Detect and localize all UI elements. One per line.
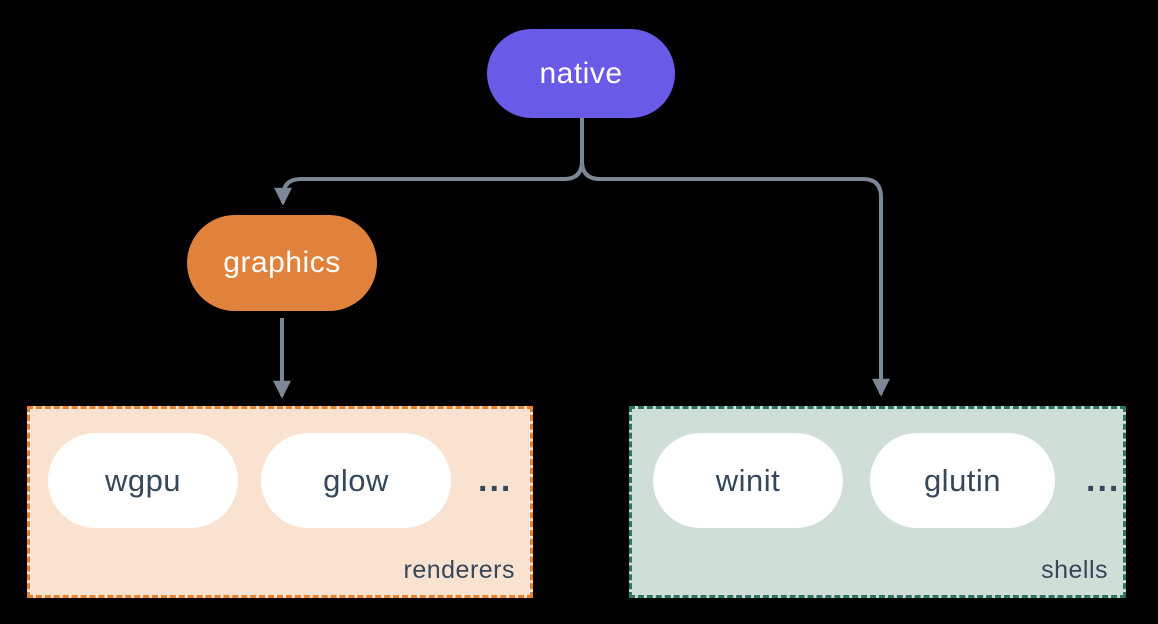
shells-ellipsis: ...: [1086, 461, 1121, 499]
pill-glow: glow: [261, 433, 451, 528]
shells-group-row: winit glutin ...: [653, 433, 1123, 528]
pill-glutin-label: glutin: [923, 462, 1002, 498]
connector-native-to-graphics: [274, 118, 584, 206]
renderers-group-row: wgpu glow ...: [48, 433, 530, 528]
graphics-node-label: graphics: [223, 246, 341, 279]
renderers-ellipsis: ...: [478, 461, 513, 499]
pill-winit-label: winit: [715, 462, 781, 498]
pill-glow-label: glow: [323, 462, 389, 498]
pill-winit: winit: [653, 433, 843, 528]
pill-wgpu-label: wgpu: [104, 462, 182, 498]
graphics-node: graphics: [187, 215, 377, 311]
native-node: native: [487, 29, 675, 118]
shells-group-label: shells: [1041, 556, 1108, 584]
pill-wgpu: wgpu: [48, 433, 238, 528]
renderers-group-label: renderers: [403, 556, 515, 584]
connector-native-to-shells: [580, 118, 890, 397]
renderers-group: wgpu glow ... renderers: [27, 406, 533, 598]
shells-group: winit glutin ... shells: [629, 406, 1126, 598]
pill-glutin: glutin: [870, 433, 1055, 528]
native-node-label: native: [539, 56, 623, 90]
